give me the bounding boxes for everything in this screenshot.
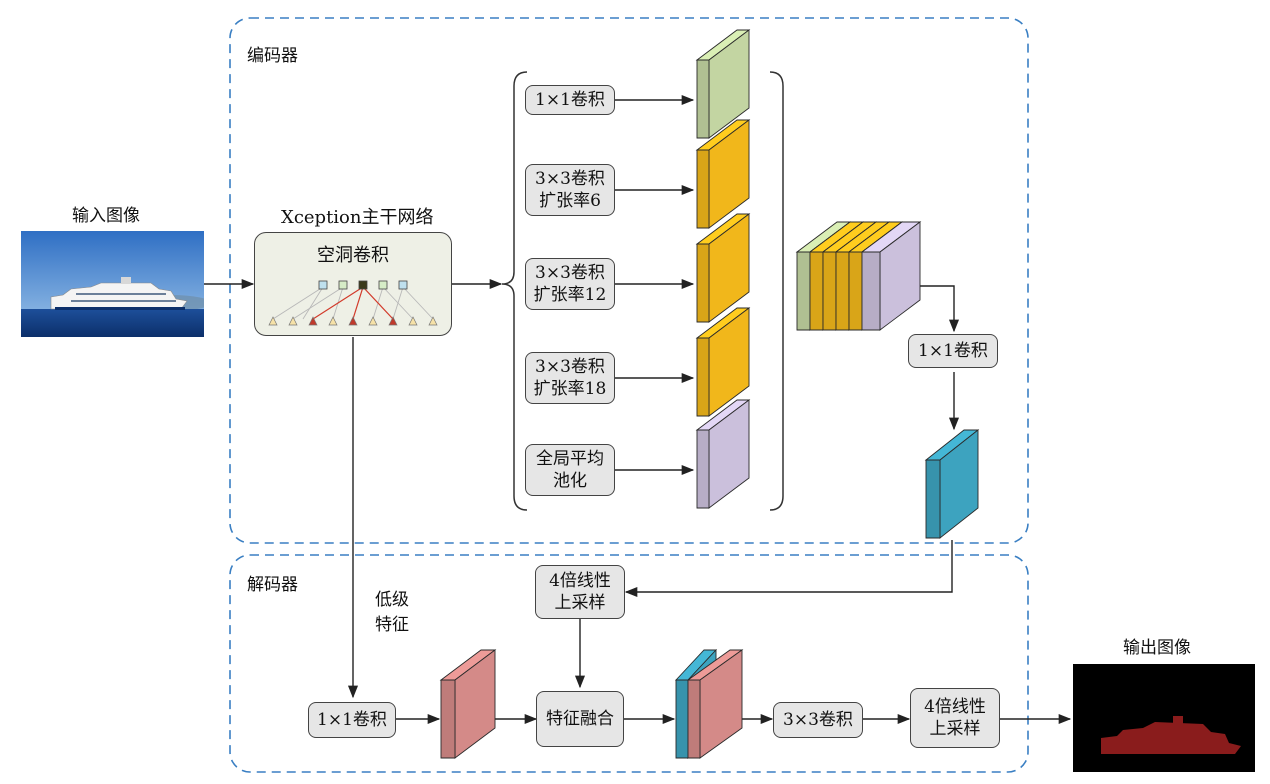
encoder-output-block-front [925, 459, 941, 539]
atrous-conv-label: 空洞卷积 [317, 245, 389, 266]
encoder-frame [229, 17, 1029, 544]
aspp-feature-block-3-front [696, 243, 710, 323]
atrous-conv-icon [268, 280, 438, 326]
output-image-label: 输出图像 [1123, 638, 1191, 658]
decoder-frame [229, 554, 1029, 773]
decoder-conv1x1: 1×1卷积 [308, 702, 396, 738]
fused-block-teal-front [675, 679, 689, 759]
aspp-feature-block-1-front [696, 59, 710, 139]
decoder-conv3x3: 3×3卷积 [773, 702, 863, 738]
aspp-branch-rate12: 3×3卷积 扩张率12 [525, 258, 615, 310]
output-image [1073, 664, 1255, 772]
aspp-feature-block-5-front [696, 429, 710, 509]
backbone-box: 空洞卷积 [254, 232, 452, 336]
aspp-feature-block-4-front [696, 337, 710, 417]
final-upsample-4x-box: 4倍线性 上采样 [910, 688, 1000, 748]
concat-block-6-front [861, 251, 881, 331]
concat-block-3-front [822, 251, 837, 331]
input-image-label: 输入图像 [72, 206, 140, 226]
right-brace [769, 71, 784, 511]
concat-block-1-front [796, 251, 811, 331]
concat-block-2-front [809, 251, 824, 331]
decoder-label: 解码器 [247, 575, 298, 595]
aspp-branch-rate18: 3×3卷积 扩张率18 [525, 352, 615, 404]
input-image [21, 231, 211, 337]
encoder-label: 编码器 [247, 46, 298, 66]
feature-fusion-box: 特征融合 [536, 691, 624, 747]
encoder-conv1x1: 1×1卷积 [908, 334, 998, 368]
upsample-4x-box: 4倍线性 上采样 [535, 565, 625, 619]
cruise-ship-photo [21, 231, 211, 337]
aspp-branch-rate6: 3×3卷积 扩张率6 [525, 164, 615, 216]
arrow-feature-to-upsample [624, 540, 953, 598]
low-level-features-label: 低级 特征 [375, 590, 409, 635]
aspp-feature-block-2-front [696, 149, 710, 229]
low-level-feature-block-front [440, 679, 456, 759]
left-brace [501, 71, 528, 511]
backbone-title: Xception主干网络 [281, 207, 434, 228]
concat-block-5-front [848, 251, 863, 331]
aspp-branch-conv1x1: 1×1卷积 [525, 85, 615, 115]
segmentation-mask [1101, 716, 1241, 754]
arrow-concat-to-conv [904, 285, 960, 333]
concat-block-4-front [835, 251, 850, 331]
aspp-branch-global-pool: 全局平均 池化 [525, 444, 615, 496]
fused-block-pink-front [687, 679, 701, 759]
